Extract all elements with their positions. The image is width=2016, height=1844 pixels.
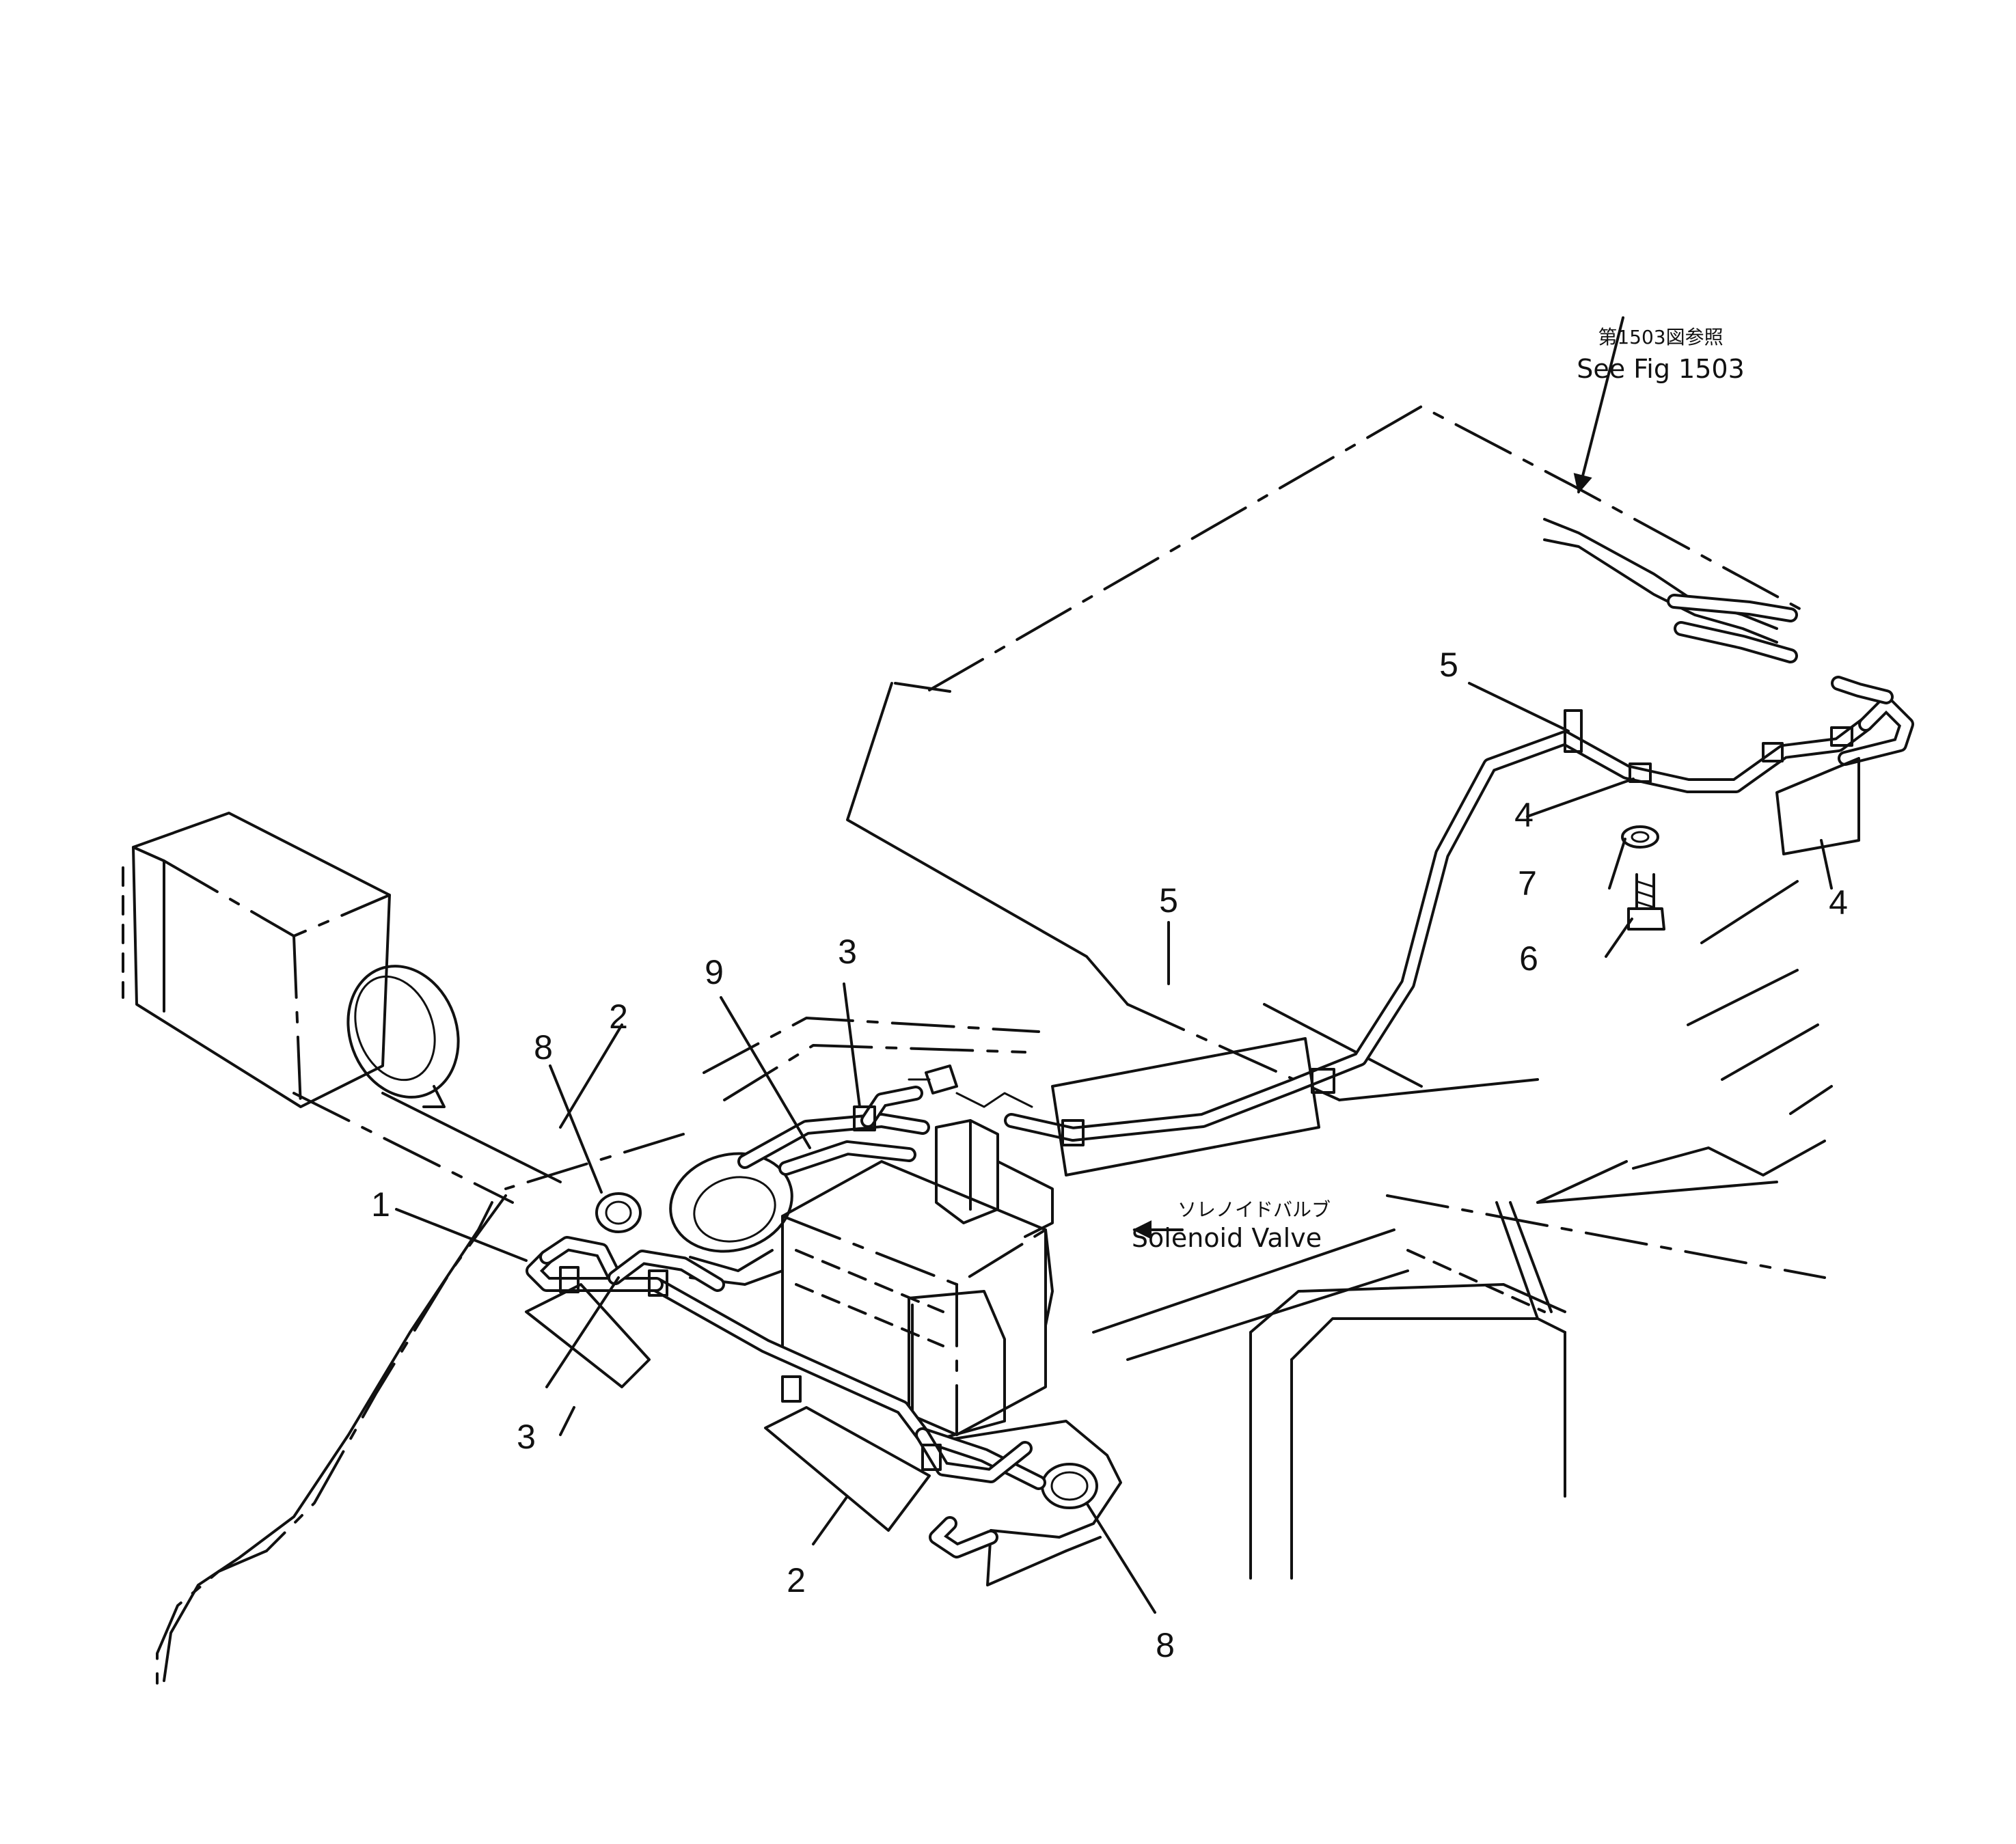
callout-8-right: 8 (1156, 1626, 1175, 1664)
callout-7: 7 (1518, 864, 1537, 903)
callout-6: 6 (1519, 939, 1538, 978)
solenoid-valve-label-en: Solenoid Valve (1132, 1223, 1322, 1253)
hydraulic-hoses (525, 518, 1914, 1558)
fig-ref-jp: 第1503図参照 (1598, 326, 1723, 348)
callout-4-left: 4 (1514, 796, 1534, 834)
machine-frame-outline (156, 405, 1833, 1689)
callout-3-upper: 3 (838, 933, 857, 971)
solenoid-valve-assembly (595, 1064, 1122, 1586)
callout-labels: 第1503図参照 See Fig 1503 5 4 7 6 4 5 3 9 2 … (371, 326, 1848, 1664)
callout-4-right: 4 (1829, 883, 1848, 922)
callout-leaders (395, 316, 1833, 1614)
air-cleaner-housing (122, 812, 460, 1108)
callout-5-lower: 5 (1159, 881, 1178, 920)
callout-8-left: 8 (534, 1028, 553, 1067)
callout-9: 9 (705, 953, 724, 991)
solenoid-valve-label-jp: ソレノイドバルブ (1177, 1198, 1331, 1221)
callout-1: 1 (371, 1185, 390, 1224)
callout-2-upper: 2 (609, 997, 628, 1036)
callout-2-lower: 2 (787, 1561, 806, 1599)
fig-ref-en: See Fig 1503 (1577, 354, 1745, 384)
callout-3-lower: 3 (517, 1418, 536, 1456)
callout-5-upper: 5 (1439, 646, 1458, 684)
